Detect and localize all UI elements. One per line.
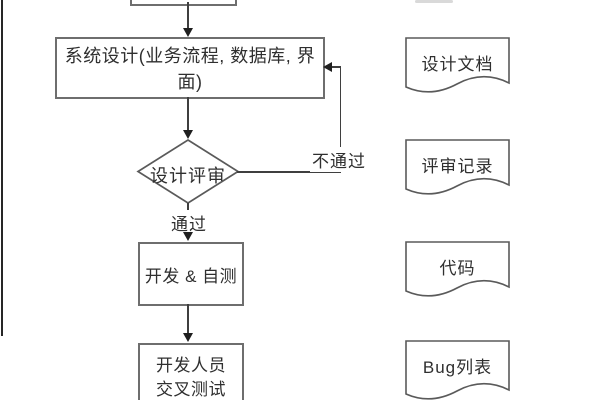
document-code: 代码 [405,241,510,311]
cross-test-label-line2: 交叉测试 [156,380,226,399]
document-design-doc: 设计文档 [405,37,510,107]
arrowhead-into-system-design [183,28,193,37]
cross-test-box: 开发人员 交叉测试 [138,343,244,400]
fail-loop-top-line [331,66,341,68]
dev-selftest-label: 开发 & 自测 [144,266,238,286]
fail-loop-bottom-line [237,171,341,173]
pass-label: 通过 [166,210,212,235]
system-design-label: 系统设计(业务流程, 数据库, 界面) [64,46,316,92]
document-review-record: 评审记录 [405,139,510,209]
document-shape [405,139,510,195]
cross-test-label-line1: 开发人员 [156,356,226,375]
fail-loop-vertical-line [339,66,342,172]
flow-line-dev-to-crosstest [187,304,189,333]
document-shape [405,340,510,400]
document-bug-list: Bug列表 [405,340,510,400]
flow-line-top [187,2,189,30]
document-label: Bug列表 [422,358,493,377]
arrowhead-into-review [183,130,193,139]
document-shape [405,37,510,93]
document-label: 代码 [439,259,476,278]
cutoff-top-right-remnant [415,0,453,3]
page-edge-line [1,0,3,336]
system-design-box: 系统设计(业务流程, 数据库, 界面) [55,37,325,99]
arrowhead-fail-into-system-design [323,62,332,72]
fail-label: 不通过 [310,147,368,172]
document-label: 评审记录 [421,157,494,176]
arrowhead-into-crosstest [183,333,193,342]
dev-selftest-box: 开发 & 自测 [138,242,244,306]
flow-line-design-to-review [187,97,189,131]
document-shape [405,241,510,297]
design-review-label: 设计评审 [150,166,226,186]
design-review-diamond: 设计评审 [136,138,240,205]
cutoff-top-box-remnant [130,0,237,6]
arrowhead-into-dev [183,232,193,241]
document-label: 设计文档 [421,55,494,74]
